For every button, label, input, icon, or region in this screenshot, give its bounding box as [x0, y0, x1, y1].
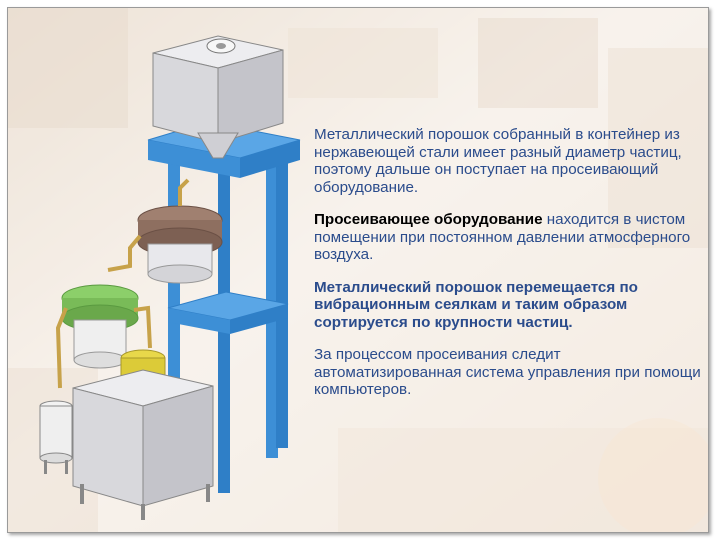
brown-sieve	[108, 180, 222, 283]
slide-frame: Металлический порошок собранный в контей…	[7, 7, 709, 533]
description-text: Металлический порошок собранный в контей…	[314, 126, 706, 414]
paragraph-vibration-sorting: Металлический порошок перемещается по ви…	[314, 279, 706, 332]
paragraph-sieving-equipment: Просеивающее оборудование находится в чи…	[314, 211, 706, 264]
bottom-container	[73, 370, 213, 520]
paragraph-container-intro: Металлический порошок собранный в контей…	[314, 126, 706, 196]
sieving-equipment-term: Просеивающее оборудование	[314, 211, 543, 228]
small-collector-bottle	[40, 401, 72, 474]
paragraph-automation: За процессом просеивания следит автомати…	[314, 346, 706, 399]
